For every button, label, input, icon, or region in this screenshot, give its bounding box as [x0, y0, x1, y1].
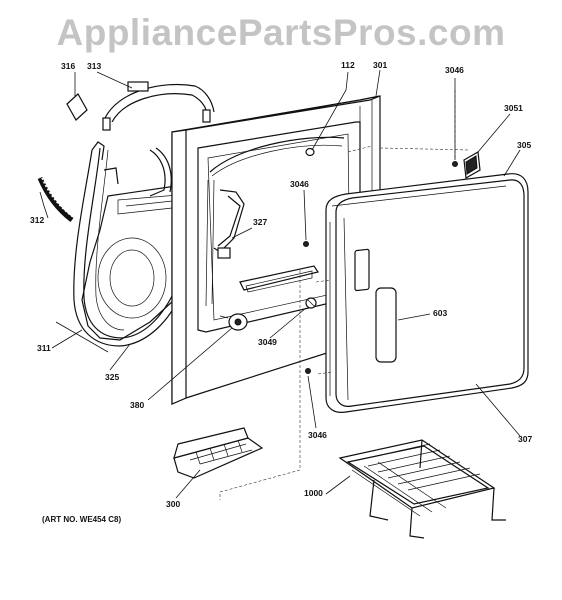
label-325: 325: [105, 372, 119, 382]
label-316: 316: [61, 61, 75, 71]
label-312: 312: [30, 215, 44, 225]
label-3049: 3049: [258, 337, 277, 347]
part-313-bracket: [102, 81, 215, 131]
part-312-seal: [37, 177, 74, 222]
part-316-strip: [66, 93, 88, 121]
label-3046-mid: 3046: [290, 179, 309, 189]
part-3051-hinge: [463, 151, 481, 179]
label-327: 327: [253, 217, 267, 227]
screw-3046-low: [305, 368, 311, 374]
screw-3046-top: [452, 161, 458, 167]
label-305: 305: [517, 140, 531, 150]
label-603: 603: [433, 308, 447, 318]
part-labels: 316 313 312 311 325 380 300 112 301 3046…: [30, 60, 532, 509]
watermark: AppliancePartsPros.com: [56, 12, 506, 53]
leader-lines: [39, 69, 521, 499]
part-112-grommet: [305, 147, 315, 157]
part-380-switch: [219, 313, 248, 331]
label-311: 311: [37, 343, 51, 353]
label-300: 300: [166, 499, 180, 509]
label-1000: 1000: [304, 488, 323, 498]
part-305-door: [325, 173, 529, 413]
label-3046-top: 3046: [445, 65, 464, 75]
screw-3046-mid: [303, 241, 309, 247]
part-300-lint-housing: [173, 427, 264, 479]
part-3049-plug: [305, 297, 317, 309]
label-3051: 3051: [504, 103, 523, 113]
part-327-bracket: [213, 189, 245, 259]
label-313: 313: [87, 61, 101, 71]
label-3046-low: 3046: [308, 430, 327, 440]
art-number: (ART NO. WE454 C8): [42, 515, 122, 524]
part-1000-rack: [338, 439, 506, 539]
label-380: 380: [130, 400, 144, 410]
label-301: 301: [373, 60, 387, 70]
label-307: 307: [518, 434, 532, 444]
part-311-drum-front: [73, 141, 201, 347]
label-112: 112: [341, 60, 355, 70]
